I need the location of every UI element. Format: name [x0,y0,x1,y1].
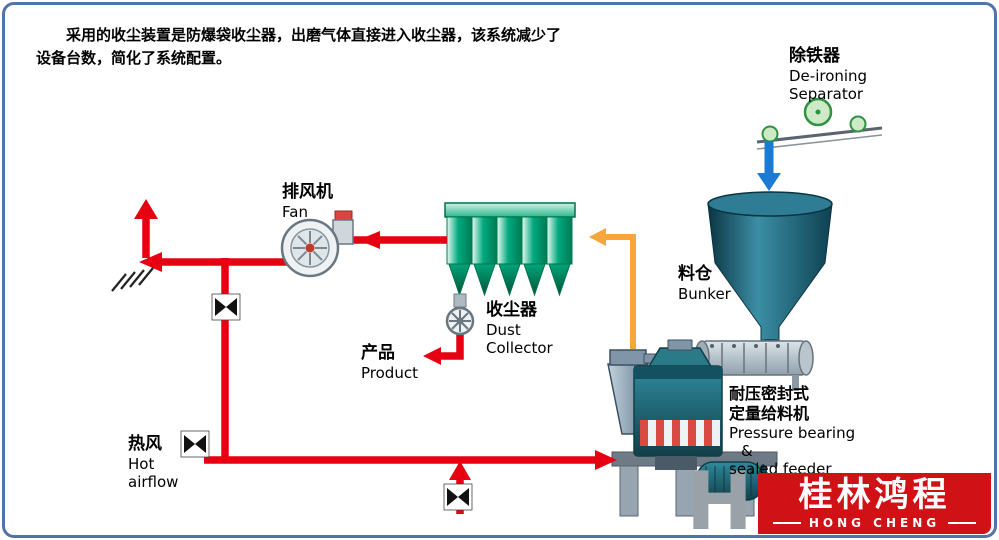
product-label-cn: 产品 [361,343,395,363]
feeder-label-cn1: 耐压密封式 [729,384,810,403]
feeder-label-en2: & [741,442,753,460]
dust-collector-label-en1: Dust [486,321,521,340]
collector-to-fan-duct [352,231,447,249]
hot-air-label-en1: Hot [128,455,155,474]
fan-label-en: Fan [282,203,308,222]
label-deironing-separator: 除铁器 De-ironing Separator [789,46,867,103]
dust-collector-label-en2: Collector [486,339,553,358]
logo-h-mark: H [686,455,753,540]
feeder-label-cn2: 定量给料机 [729,404,810,423]
description-line1: 采用的收尘装置是防爆袋收尘器，出磨气体直接进入收尘器，该系统减少了 [66,26,562,44]
bunker-label-en: Bunker [678,285,731,304]
brand-name-en: HONG CHENG [772,516,977,531]
product-discharge-arrow [423,334,464,365]
valve-icon-hot-air [180,430,210,458]
hot-air-duct [204,450,617,470]
separator-to-bunker-arrow [757,141,781,191]
fan-graphic [280,210,354,278]
label-fan: 排风机 Fan [282,182,333,221]
bunker-graphic [707,191,833,347]
valve-icon-fresh-air [443,483,473,511]
feeder-label-en1: Pressure bearing [729,424,856,442]
deironing-label-cn: 除铁器 [789,46,840,66]
logo-rule-left [772,522,801,525]
deironing-separator-graphic [756,97,883,150]
hot-air-label-cn: 热风 [128,434,162,454]
label-sealed-feeder: 耐压密封式 定量给料机 Pressure bearing & sealed fe… [729,384,855,478]
hot-air-label-en2: airflow [128,473,179,492]
dust-collector-label-cn: 收尘器 [486,300,537,320]
brand-name-en-text: HONG CHENG [808,516,941,531]
label-hot-airflow: 热风 Hot airflow [128,434,178,491]
dust-collector-graphic [444,202,576,308]
deironing-label-en1: De-ironing [789,67,868,86]
description-line2: 设备台数，简化了系统配置。 [36,49,232,68]
logo-rule-right [948,522,977,525]
rotary-valve-icon [445,306,475,336]
exhaust-duct [134,199,290,272]
mill-to-collector-duct [589,228,636,349]
label-product: 产品 Product [361,343,418,382]
brand-name-cn: 桂林鸿程 [798,474,951,515]
ground-symbol [111,267,154,292]
valve-icon-recirculation [211,293,241,321]
fan-label-cn: 排风机 [282,182,333,202]
brand-logo: 桂林鸿程 HONG CHENG [758,473,991,534]
label-dust-collector: 收尘器 Dust Collector [486,300,553,357]
product-label-en: Product [361,364,418,383]
label-bunker: 料仓 Bunker [678,264,731,303]
bunker-label-cn: 料仓 [678,264,712,284]
description-text: 采用的收尘装置是防爆袋收尘器，出磨气体直接进入收尘器，该系统减少了 设备台数，简… [36,24,588,71]
deironing-label-en2: Separator [789,85,864,104]
